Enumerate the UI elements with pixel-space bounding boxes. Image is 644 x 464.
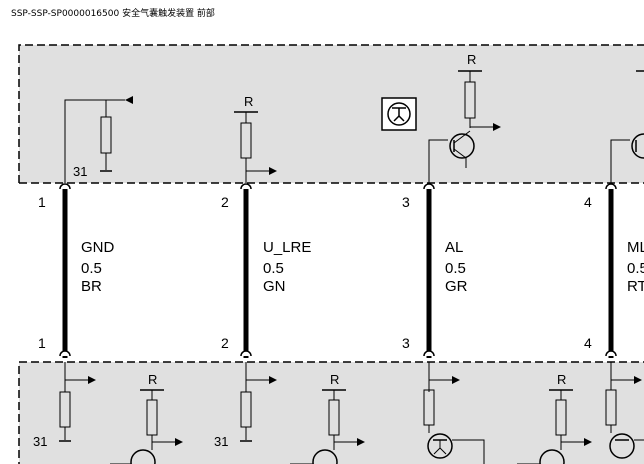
wire-gauge: 0.5	[445, 260, 466, 277]
pin-number-bottom: 4	[584, 335, 592, 351]
upper-al-circuit: R	[428, 52, 501, 183]
diagram-title: SSP-SSP-SP0000016500 安全气囊触发装置 前部	[11, 9, 215, 19]
pin-number-bottom: 3	[402, 335, 410, 351]
transistor-icon	[449, 133, 475, 159]
lower-al-circuit: R	[423, 362, 592, 464]
lower-module	[18, 361, 644, 464]
lower-module-box	[19, 362, 644, 464]
wire-color: BR	[81, 278, 102, 295]
pin-number-top: 1	[38, 194, 46, 210]
upper-u-lre-circuit: R	[234, 94, 277, 183]
resistor-label: R	[330, 372, 339, 387]
transistor-icon	[312, 449, 338, 464]
signal-name: GND	[81, 239, 115, 256]
wire-gauge: 0.5	[627, 260, 644, 277]
wire-color: RT	[627, 278, 644, 295]
wire-gauge: 0.5	[263, 260, 284, 277]
transistor-box-icon	[381, 97, 417, 131]
upper-module-box	[19, 45, 644, 183]
pin-number-top: 2	[221, 194, 229, 210]
pin-number-top: 3	[402, 194, 410, 210]
transistor-icon	[631, 133, 644, 159]
pin-number-top: 4	[584, 194, 592, 210]
upper-ml-circuit	[610, 70, 644, 183]
transistor-icon	[609, 433, 635, 459]
wire-color: GN	[263, 278, 286, 295]
wire-labels: GND 0.5 BR U_LRE 0.5 GN AL 0.5 GR ML 0.5…	[81, 239, 644, 295]
resistor-label: R	[244, 94, 253, 109]
pin-number-bottom: 2	[221, 335, 229, 351]
ground-label: 31	[33, 434, 47, 449]
transistor-icon	[427, 433, 453, 459]
arrow-icon	[125, 96, 133, 104]
resistor-label: R	[148, 372, 157, 387]
lower-u-lre-circuit: 31 R	[214, 362, 365, 464]
resistor-label: R	[467, 52, 476, 67]
signal-name: AL	[445, 239, 463, 256]
wire-gauge: 0.5	[81, 260, 102, 277]
wire-color: GR	[445, 278, 468, 295]
upper-gnd-circuit: 31	[64, 96, 133, 183]
wire-harness	[59, 183, 617, 358]
ground-label: 31	[214, 434, 228, 449]
ground-label: 31	[73, 164, 87, 179]
lower-gnd-circuit: 31 R	[33, 362, 183, 464]
signal-name: U_LRE	[263, 239, 311, 256]
lower-ml-circuit	[605, 362, 644, 459]
upper-module	[18, 44, 644, 184]
pin-numbers: 1 2 3 4 1 2 3 4	[38, 194, 592, 351]
pin-number-bottom: 1	[38, 335, 46, 351]
transistor-icon	[130, 449, 156, 464]
signal-name: ML	[627, 239, 644, 256]
transistor-icon	[539, 449, 565, 464]
resistor-label: R	[557, 372, 566, 387]
